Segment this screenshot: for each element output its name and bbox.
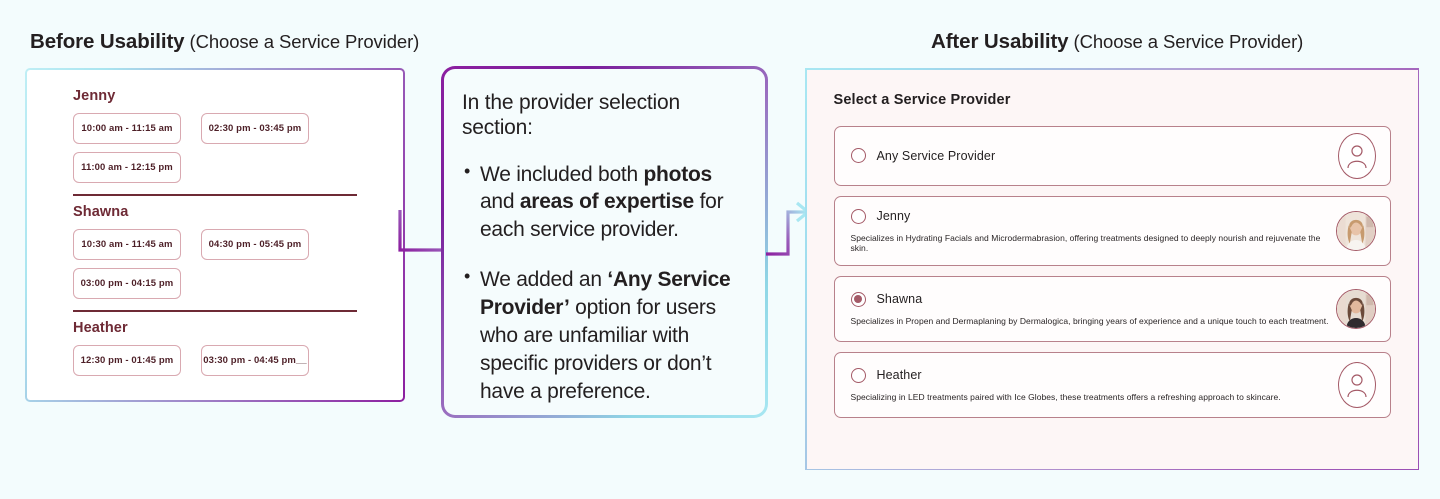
avatar-placeholder [1337,132,1376,179]
page-title-after: After Usability (Choose a Service Provid… [931,30,1303,54]
person-outline-icon [1346,144,1367,168]
callout-content: In the provider selection section: • We i… [444,69,765,415]
radio-button-jenny[interactable] [850,208,866,224]
time-slot-row: 10:00 am - 11:15 am 02:30 pm - 03:45 pm [73,113,381,144]
provider-divider [73,310,357,312]
bullet-glyph-icon: • [464,160,471,181]
callout-bullet-list: • We included both photos and areas of ex… [462,161,747,406]
option-description: Specializing in LED treatments paired wi… [850,391,1281,402]
time-slot-chip[interactable]: 02:30 pm - 03:45 pm [201,113,309,144]
page-title-before: Before Usability (Choose a Service Provi… [30,30,419,54]
callout-text: option for users who are unfamiliar with… [480,296,716,403]
time-slot-chip[interactable]: 11:00 am - 12:15 pm [73,152,181,183]
radio-button-shawna[interactable] [850,291,866,307]
avatar [1335,210,1376,251]
select-provider-title: Select a Service Provider [833,91,1011,108]
time-slot-chip[interactable]: 12:30 pm - 01:45 pm [73,345,181,376]
callout-text: We added an [480,268,608,292]
callout-emphasis-text: photos [643,162,712,186]
after-panel-content: Select a Service Provider Any Service Pr… [806,69,1418,469]
after-usability-panel: Select a Service Provider Any Service Pr… [805,68,1419,470]
before-usability-panel: Jenny 10:00 am - 11:15 am 02:30 pm - 03:45… [25,68,405,402]
callout-text: for each service provider. [480,190,724,242]
time-slot-row: 10:30 am - 11:45 am 04:30 pm - 05:45 pm [73,229,381,260]
provider-name-jenny: Jenny [73,88,116,104]
connector-before-to-callout [398,210,444,252]
callout-lead-text: In the provider selection section: [462,91,680,139]
heading-after-light: (Choose a Service Provider) [1068,31,1304,52]
callout-emphasis-text: areas of expertise [519,190,694,214]
time-slot-row: 11:00 am - 12:15 pm [73,152,381,183]
callout-emphasis-text: ‘Any Service Provider’ [480,268,731,320]
heading-before-light: (Choose a Service Provider) [184,31,420,52]
time-slot-row: 12:30 pm - 01:45 pm 03:30 pm - 04:45 pm__ [73,345,381,376]
callout-bullet-item: • We added an ‘Any Service Provider’ opti… [462,266,747,406]
time-slot-chip[interactable]: 03:30 pm - 04:45 pm__ [201,345,309,376]
person-outline-icon [1346,374,1367,398]
option-label: Heather [876,368,922,383]
jenny-photo [1336,211,1375,250]
time-slot-row: 03:00 pm - 04:15 pm [73,268,381,299]
shawna-photo [1336,289,1375,328]
provider-divider [73,194,357,196]
time-slot-chip[interactable]: 10:00 am - 11:15 am [73,113,181,144]
heading-before-strong: Before Usability [30,30,185,53]
time-slot-chip[interactable]: 04:30 pm - 05:45 pm [201,229,309,260]
avatar [1335,288,1376,329]
before-panel-content: Jenny 10:00 am - 11:15 am 02:30 pm - 03:45… [27,70,403,400]
callout-text: and [480,190,520,214]
time-slot-chip[interactable]: 03:00 pm - 04:15 pm [73,268,181,299]
time-slot-chip[interactable]: 10:30 am - 11:45 am [73,229,181,260]
time-slot-spacer [201,152,309,183]
radio-button-heather[interactable] [850,367,866,383]
avatar-placeholder [1337,361,1376,408]
time-slot-spacer [201,268,309,299]
option-description: Specializes in Hydrating Facials and Mic… [850,232,1321,253]
explanation-callout: In the provider selection section: • We i… [441,66,768,418]
heading-after-strong: After Usability [931,30,1069,53]
provider-name-heather: Heather [73,320,128,336]
bullet-glyph-icon: • [464,266,471,287]
option-description: Specializes in Propen and Dermaplaning b… [850,315,1329,326]
callout-text: We included both [480,162,644,186]
provider-name-shawna: Shawna [73,204,129,220]
option-label: Jenny [876,209,911,223]
callout-bullet-item: • We included both photos and areas of ex… [462,161,747,245]
option-header: Jenny [850,208,1374,224]
option-header: Shawna [850,291,1374,307]
radio-button-any-service-provider[interactable] [850,148,866,163]
provider-option-any-service-provider[interactable]: Any Service Provider [833,125,1391,186]
option-label: Any Service Provider [876,148,996,163]
option-header: Any Service Provider [850,148,1374,163]
option-header: Heather [850,367,1374,383]
option-label: Shawna [876,292,923,307]
